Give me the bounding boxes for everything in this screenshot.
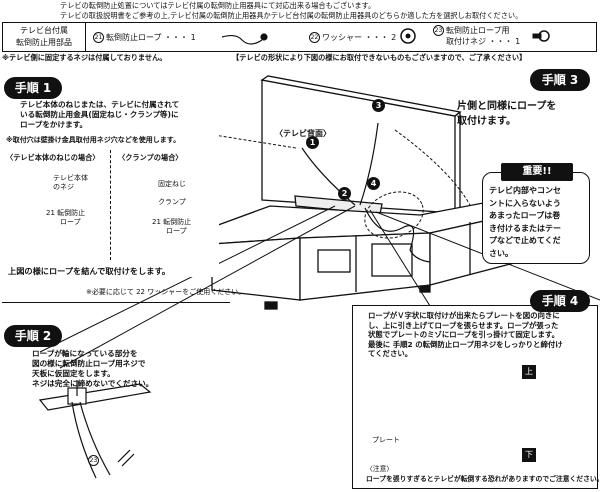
step1-tie-text: 上図の様にロープを結んで取付けをします。 — [8, 266, 171, 276]
important-text: テレビ内部やコンセ ントに入らないよう あまったロープは巻 き付けるまたはテー … — [489, 185, 561, 260]
step2-line-3: 天板に仮固定をします。 — [32, 369, 115, 378]
step1-rope-label: 21 転倒防止 ロープ — [46, 209, 85, 227]
part-21-text: 転倒防止ロープ ・・・ 1 — [106, 33, 196, 42]
parts-title-line2: 転倒防止用部品 — [16, 38, 72, 47]
step4-line-1: ロープがＶ字状に取付けが出来たらプレートを図の向きに — [368, 311, 560, 320]
step3-badge: 手順 3 — [530, 69, 590, 91]
step4-panel — [352, 305, 598, 489]
step1-divider — [110, 150, 111, 260]
step1-fixed-screw: 固定ねじ — [158, 180, 186, 188]
tv-mark-4: 4 — [367, 177, 380, 190]
important-line-4: き付けるまたはテー — [489, 223, 561, 233]
part-22-num: 22 — [309, 32, 320, 43]
step4-plate-label: プレート — [372, 436, 400, 444]
step1-screw-label: テレビ本体 のネジ — [53, 174, 88, 192]
important-title: 重要!! — [501, 163, 573, 181]
tv-mark-1: 1 — [306, 136, 319, 149]
part-22-text: ワッシャー ・・・ 2 — [322, 33, 397, 42]
important-line-3: あまったロープは巻 — [489, 211, 561, 220]
step1-badge: 手順 1 — [4, 77, 62, 99]
step1-rope2-label-1: 21 転倒防止 — [152, 218, 192, 226]
tv-illustration — [260, 75, 462, 215]
step2-line-4: ネジは完全に締めないでください。 — [32, 379, 154, 388]
tv-mark-2: 2 — [338, 187, 351, 200]
step1-text: テレビ本体のねじまたは、テレビに付属されて いる転倒防止用金具(固定ねじ・クラン… — [20, 100, 179, 130]
step1-case-screw: 〈テレビ本体のねじの場合〉 — [6, 153, 100, 162]
step4-down-label: 下 — [522, 448, 536, 462]
parts-title: テレビ台付属 転倒防止用部品 — [3, 23, 86, 51]
tv-back-label: 〈テレビ背面〉 — [275, 129, 331, 138]
step4-line-4: 最後に 手順2 の転倒防止ロープ用ネジをしっかりと締付け — [368, 339, 563, 349]
step1-screw-label-2: のネジ — [53, 183, 74, 191]
step2-part-num: 23 — [88, 455, 99, 466]
step1-note: ※取付穴は壁掛け金具取付用ネジ穴などを使用します。 — [6, 136, 181, 144]
step1-screw-label-1: テレビ本体 — [53, 174, 88, 182]
step1-washer-note: ※必要に応じて 22 ワッシャーをご使用ください。 — [86, 288, 246, 296]
step1-text-2: いる転倒防止用金具(固定ねじ・クランプ等)に — [20, 110, 179, 119]
important-box: 重要!! テレビ内部やコンセ ントに入らないよう あまったロープは巻 き付けるま… — [482, 163, 590, 264]
step2-badge: 手順 2 — [4, 325, 62, 347]
part-23-line1: 転倒防止ロープ用 — [446, 26, 510, 35]
step2-text: ロープが輪になっている部分を 図の様に転倒防止ロープ用ネジで 天板に仮固定をしま… — [32, 349, 153, 389]
important-line-2: ントに入らないよう — [489, 198, 561, 208]
step1-rope-label-2: ロープ — [60, 218, 81, 226]
important-line-1: テレビ内部やコンセ — [489, 186, 561, 195]
important-line-6: さい。 — [489, 248, 513, 258]
step2-drawing — [38, 380, 152, 479]
step4-line-3: 状態でプレートのミゾにロープを引っ掛けて固定します。 — [368, 330, 559, 340]
step1-rope2-label-2: ロープ — [166, 227, 187, 235]
screw-icon — [532, 30, 550, 42]
step1-text-3: ロープをかけます。 — [20, 120, 88, 129]
step4-caution-text: ロープを張りすぎるとテレビが転倒する恐れがありますのでご注意ください。 — [366, 475, 600, 483]
step2-line-1: ロープが輪になっている部分を — [32, 349, 138, 358]
tv-mark-3: 3 — [372, 99, 385, 112]
step1-rope2-label: 21 転倒防止 ロープ — [152, 218, 191, 236]
parts-title-line1: テレビ台付属 — [20, 26, 68, 35]
step3-text-1: 片側と同様にロープを — [457, 101, 557, 112]
note-screw-not-included: ※テレビ側に固定するネジは付属しておりません。 — [2, 53, 167, 62]
step1-separator — [2, 302, 230, 303]
step2-line-2: 図の様に転倒防止ロープ用ネジで — [32, 359, 146, 368]
step4-line-2: し、上に引き上げてロープを張らせます。ロープが張った — [368, 320, 559, 330]
step1-case-clamp: 〈クランプの場合〉 — [118, 153, 183, 162]
step3-text: 片側と同様にロープを 取付けます。 — [457, 99, 556, 129]
step4-badge: 手順 4 — [530, 290, 590, 312]
rope-icon — [221, 33, 268, 45]
note-tv-shape: 【テレビの形状により下図の様にお取付できないものもございますので、ご了承ください… — [232, 53, 527, 62]
step4-text: ロープがＶ字状に取付けが出来たらプレートを図の向きに し、上に引き上げてロープを… — [368, 311, 563, 359]
step2-part-label: 23 — [88, 455, 101, 466]
header-line-1: テレビの転倒防止処置についてはテレビ付属の転倒防止用器具にて対応出来る場合もござ… — [60, 1, 376, 10]
step4-line-5: てください。 — [368, 349, 413, 359]
part-23-line2: 取付けネジ ・・・ 1 — [446, 37, 521, 46]
step1-rope-label-1: 21 転倒防止 — [46, 209, 86, 217]
tv-stand-illustration — [209, 196, 521, 310]
step4-up-label: 上 — [522, 365, 536, 379]
step4-caution-title: 〈注意〉 — [366, 465, 394, 473]
header-line-2: テレビの取扱説明書をご参考の上,テレビ付属の転倒防止用器具かテレビ台付属の転倒防… — [60, 11, 523, 20]
washer-icon — [400, 28, 416, 44]
step1-clamp: クランプ — [158, 198, 186, 206]
step1-text-1: テレビ本体のねじまたは、テレビに付属されて — [20, 100, 180, 109]
part-21-num: 21 — [93, 32, 104, 43]
important-line-5: プなどで止めてくだ — [489, 236, 561, 245]
step3-text-2: 取付けます。 — [457, 116, 516, 127]
